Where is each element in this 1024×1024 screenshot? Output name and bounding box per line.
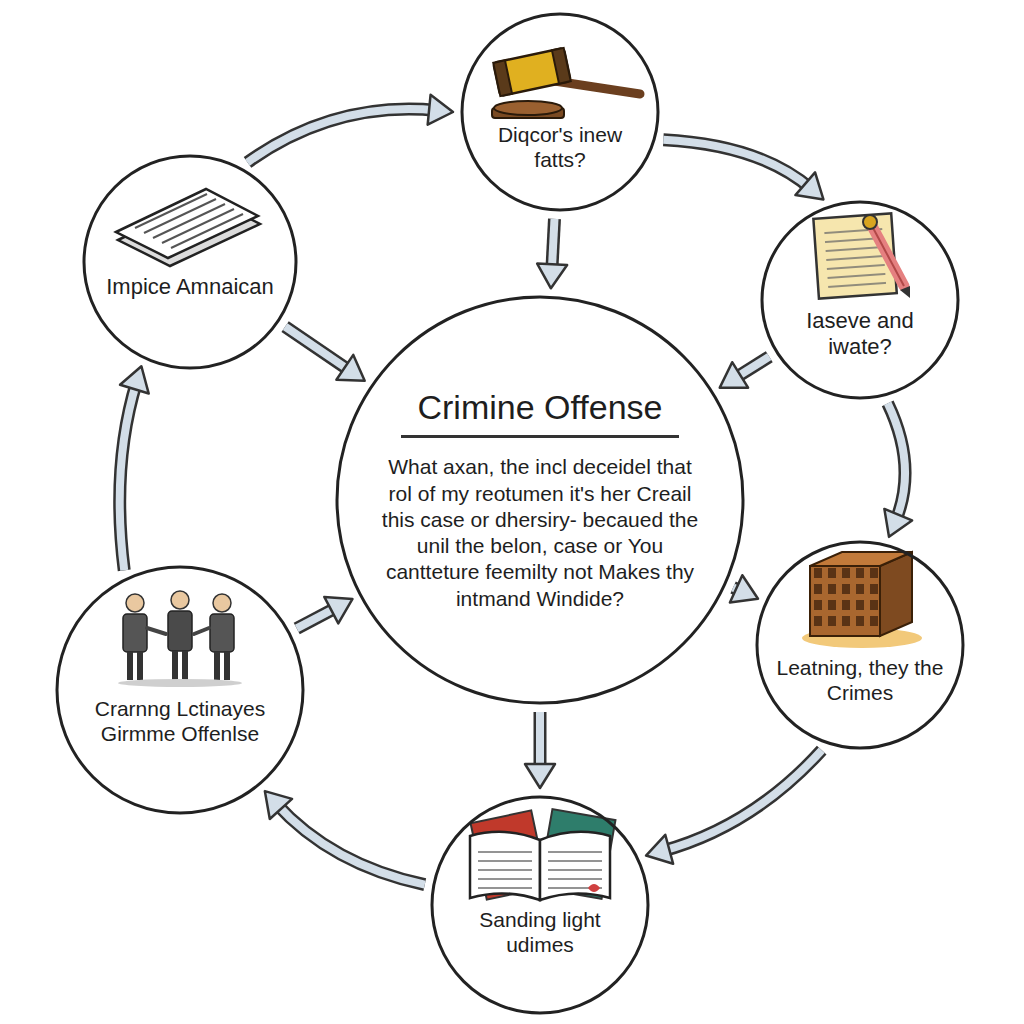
arrow-head xyxy=(646,835,673,864)
flow-arrow xyxy=(285,327,365,381)
circle-border xyxy=(762,202,958,398)
flow-arrow xyxy=(265,791,425,885)
arrow-head xyxy=(428,95,453,125)
circle-border xyxy=(462,14,658,210)
circle-border xyxy=(757,542,963,748)
building-icon xyxy=(802,552,922,648)
flow-arrow xyxy=(663,140,823,200)
center-title: Crimine Offense xyxy=(401,388,678,438)
arrow-head xyxy=(525,764,555,788)
books-icon xyxy=(470,809,615,900)
document-circle: Impice Amnaican xyxy=(82,154,298,370)
arrow-head xyxy=(537,264,567,289)
circle-border xyxy=(432,797,648,1013)
flow-arrow xyxy=(646,750,822,863)
arrow-body xyxy=(663,140,811,189)
circle-label: Leatning, they the Crimes xyxy=(775,655,945,705)
arrow-head xyxy=(720,362,748,387)
circle-border xyxy=(337,297,743,703)
circle-label: Iaseve and iwate? xyxy=(780,308,940,361)
arrow-head xyxy=(120,366,149,393)
arrow-head xyxy=(265,791,292,819)
arrow-head xyxy=(730,575,758,602)
arrow-head xyxy=(336,355,364,381)
flow-arrow xyxy=(730,575,758,602)
arrow-head xyxy=(324,597,352,624)
arrow-body xyxy=(285,327,351,372)
building-circle: Leatning, they the Crimes xyxy=(755,540,965,750)
flow-arrow xyxy=(537,219,567,288)
arrow-head xyxy=(795,172,823,199)
flow-arrow xyxy=(884,403,912,536)
circle-label: Impice Amnaican xyxy=(105,274,275,300)
circle-outline xyxy=(460,12,660,212)
circle-label: Crarnng Lctinayes Girmme Offenlse xyxy=(85,696,275,746)
flow-arrow xyxy=(120,366,149,570)
arrow-body xyxy=(120,382,137,571)
arrow-outline xyxy=(248,109,438,162)
center-circle: Crimine OffenseWhat axan, the incl decei… xyxy=(335,295,745,705)
circle-label: Diqcor's inew fatts? xyxy=(485,122,635,172)
document-icon xyxy=(116,189,260,266)
flow-arrow xyxy=(297,597,353,628)
arrow-outline xyxy=(661,750,821,851)
circle-border xyxy=(84,156,296,368)
arrow-outline xyxy=(663,140,811,189)
arrow-body xyxy=(888,403,905,522)
flow-arrow xyxy=(525,712,555,788)
circle-outline xyxy=(82,154,298,370)
gavel-icon xyxy=(492,48,640,118)
arrow-outline xyxy=(120,382,137,571)
arrow-outline xyxy=(888,403,905,522)
paper-pen-icon xyxy=(813,213,910,298)
arrow-body xyxy=(276,803,425,885)
arrow-body xyxy=(248,109,438,162)
books-circle: Sanding light udimes xyxy=(430,795,650,1015)
arrow-outline xyxy=(276,803,425,885)
flow-arrow xyxy=(720,357,769,388)
arrow-outline xyxy=(285,327,351,372)
circle-outline xyxy=(55,565,305,815)
center-body: What axan, the incl deceidel that rol of… xyxy=(380,454,700,612)
arrow-head xyxy=(884,509,912,537)
circle-outline xyxy=(755,540,965,750)
flow-arrow xyxy=(248,95,454,163)
gavel-circle: Diqcor's inew fatts? xyxy=(460,12,660,212)
center-content: Crimine OffenseWhat axan, the incl decei… xyxy=(335,295,745,705)
people-icon xyxy=(118,591,242,687)
circle-outline xyxy=(760,200,960,400)
circle-outline xyxy=(430,795,650,1015)
paper-circle: Iaseve and iwate? xyxy=(760,200,960,400)
arrow-body xyxy=(661,750,821,851)
people-circle: Crarnng Lctinayes Girmme Offenlse xyxy=(55,565,305,815)
circle-border xyxy=(57,567,303,813)
circle-label: Sanding light udimes xyxy=(445,907,635,957)
